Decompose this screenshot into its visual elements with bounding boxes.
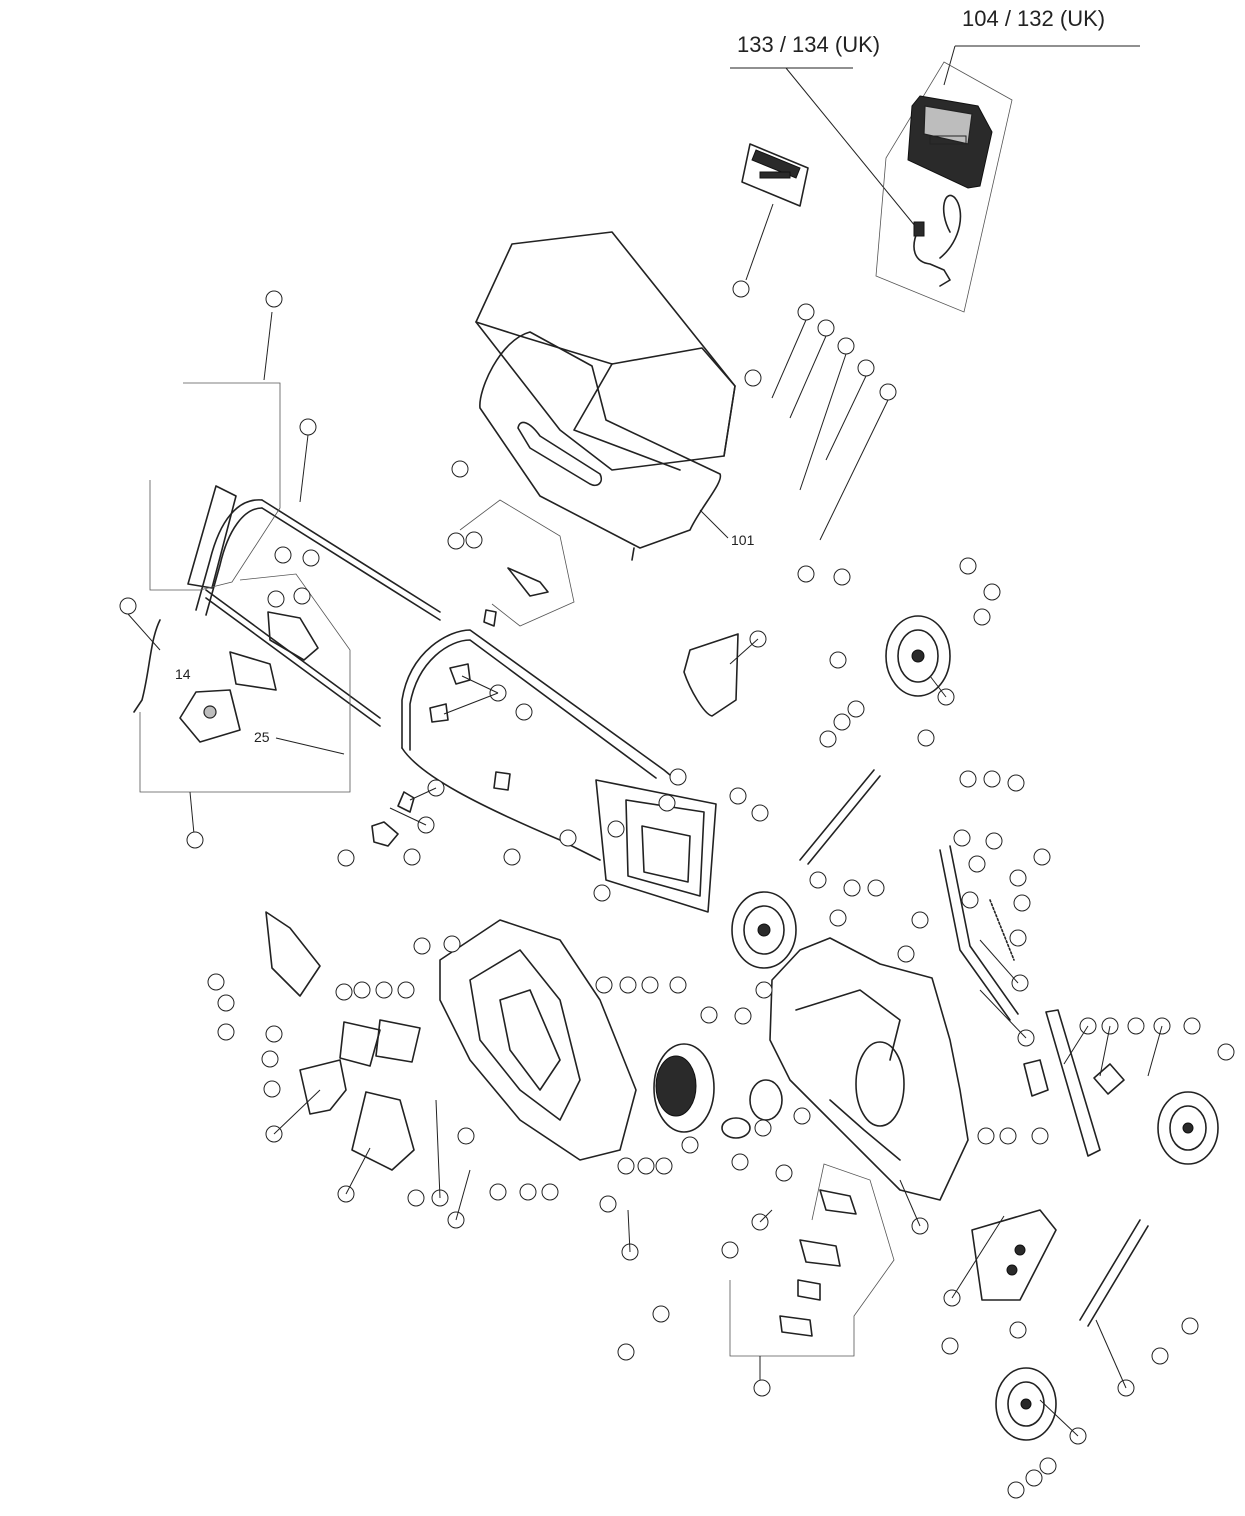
wheel-rear-left [731, 891, 797, 969]
deck-housing [769, 937, 969, 1201]
electronics [779, 1189, 857, 1337]
side-chute [683, 633, 739, 717]
leader-lines [127, 319, 1163, 1437]
blade [1023, 1009, 1125, 1157]
part-25-label: 25 [254, 729, 270, 745]
front-side-cover [971, 1209, 1057, 1301]
charger-label: 133 / 134 (UK) [737, 32, 880, 57]
front-cover [265, 911, 421, 1171]
rear-flap [595, 779, 717, 913]
battery-label: 104 / 132 (UK) [962, 6, 1105, 31]
switch-box [179, 611, 319, 743]
wheel-front-right [1157, 1091, 1219, 1165]
knob-set [371, 567, 549, 847]
battery-pack [907, 95, 993, 189]
callout-bubbles [119, 280, 1235, 1499]
axles [799, 769, 1149, 1327]
grass-box [475, 231, 736, 561]
wheel-front-left [995, 1367, 1057, 1441]
motor [653, 1043, 783, 1139]
motor-housing [439, 919, 637, 1161]
wheel-rear-right [885, 615, 951, 697]
charger-cable [913, 194, 962, 287]
charger-unit [741, 143, 809, 207]
grass-box-label: 101 [731, 532, 755, 548]
part-14-label: 14 [175, 666, 191, 682]
lower-handle [401, 629, 677, 861]
